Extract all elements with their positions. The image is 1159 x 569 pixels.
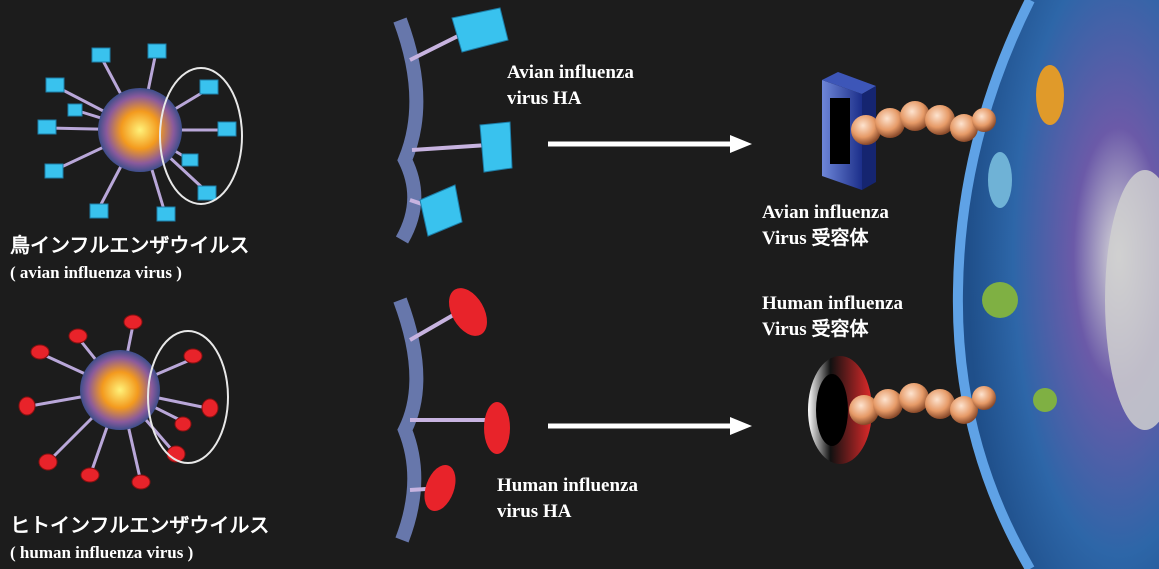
human-virus-label-en: ( human influenza virus ) [10, 540, 193, 566]
avian-ha-label: Avian influenza virus HA [507, 60, 634, 112]
arrow-avian [548, 135, 752, 153]
avian-ha-label-line2: virus HA [507, 86, 634, 112]
human-ha-closeup [400, 281, 510, 540]
human-ha-label-line2: virus HA [497, 499, 638, 525]
avian-virus-illustration [38, 44, 242, 221]
human-receptor-label-line1: Human influenza [762, 291, 903, 317]
avian-receptor-label-line1: Avian influenza [762, 200, 889, 226]
human-virus-label-jp: ヒトインフルエンザウイルス [10, 512, 269, 538]
avian-ha-closeup [400, 8, 512, 240]
arrow-human [548, 417, 752, 435]
human-virus-illustration [19, 315, 228, 489]
cell-illustration [958, 0, 1159, 569]
avian-receptor-label: Avian influenza Virus 受容体 [762, 200, 889, 252]
avian-virus-label-jp: 鳥インフルエンザウイルス [10, 232, 249, 258]
human-receptor-label-line2: Virus 受容体 [762, 317, 903, 343]
avian-receptor-label-line2: Virus 受容体 [762, 226, 889, 252]
human-receptor-label: Human influenza Virus 受容体 [762, 291, 903, 343]
human-ha-label-line1: Human influenza [497, 473, 638, 499]
avian-virus-label-en: ( avian influenza virus ) [10, 260, 182, 286]
human-ha-label: Human influenza virus HA [497, 473, 638, 525]
avian-ha-label-line1: Avian influenza [507, 60, 634, 86]
